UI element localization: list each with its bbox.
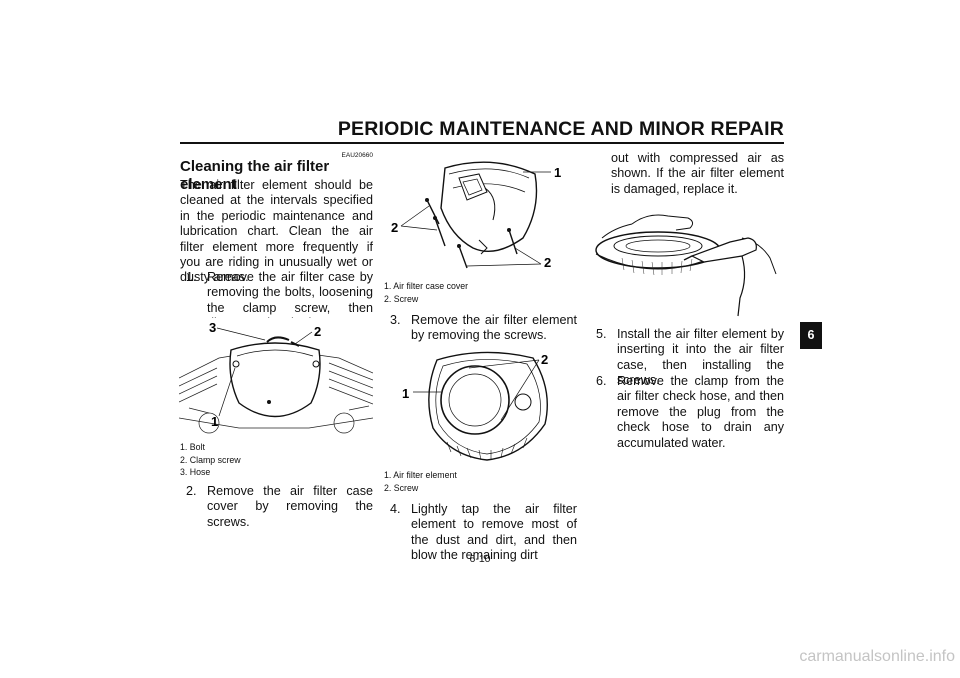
step-text: Remove the air filter case cover by remo… xyxy=(207,484,373,529)
step-number: 1. xyxy=(186,270,197,284)
step-4-continued: out with compressed air as shown. If the… xyxy=(590,151,784,197)
step-number: 6. xyxy=(596,374,607,388)
watermark: carmanualsonline.info xyxy=(799,648,955,665)
step-4: 4. Lightly tap the air filter element to… xyxy=(390,502,577,564)
caption-item: 1. Bolt xyxy=(180,442,205,452)
figure-air-filter-element: 2 1 xyxy=(383,344,579,466)
step-text: Install the air filter element by insert… xyxy=(617,327,784,388)
figure-air-filter-case-cover: 1 2 2 xyxy=(383,148,579,278)
caption-item: 2. Screw xyxy=(384,293,419,304)
step-5: 5. Install the air filter element by ins… xyxy=(596,327,784,389)
document-code: EAU20660 xyxy=(341,152,373,159)
step-number: 5. xyxy=(596,327,607,341)
caption-item: 1. Air filter case cover xyxy=(384,281,469,291)
page-header-title: PERIODIC MAINTENANCE AND MINOR REPAIR xyxy=(337,118,784,140)
section-title: Cleaning the air filter element xyxy=(180,158,330,193)
figure3-caption: 1. Air filter element 2. Screw xyxy=(384,469,577,494)
callout-label: 2 xyxy=(541,352,548,367)
callout-label: 2 xyxy=(544,255,551,270)
header-rule xyxy=(180,142,784,144)
step-text: Lightly tap the air filter element to re… xyxy=(411,502,577,563)
callout-label: 3 xyxy=(209,320,216,335)
step-text: Remove the clamp from the air filter che… xyxy=(617,374,784,450)
caption-item: 2. Screw xyxy=(384,482,419,493)
callout-label: 1 xyxy=(211,414,218,429)
figure2-caption: 1. Air filter case cover 2. Screw xyxy=(384,280,577,305)
callout-label: 2 xyxy=(314,324,321,339)
step-number: 4. xyxy=(390,502,401,516)
step-text: out with compressed air as shown. If the… xyxy=(611,151,784,196)
figure-compressed-air-cleaning xyxy=(592,198,784,322)
step-text: Remove the air filter element by removin… xyxy=(411,313,577,343)
step-2: 2. Remove the air filter case cover by r… xyxy=(186,484,373,530)
step-number: 2. xyxy=(186,484,197,498)
figure1-caption: 1. Bolt 2. Clamp screw 3. Hose xyxy=(180,441,373,479)
caption-item: 3. Hose xyxy=(180,467,211,477)
caption-item: 2. Clamp screw xyxy=(180,454,241,465)
callout-label: 1 xyxy=(554,165,561,180)
page-number: 6-10 xyxy=(469,553,491,565)
step-3: 3. Remove the air filter element by remo… xyxy=(390,313,577,344)
caption-item: 1. Air filter element xyxy=(384,470,457,480)
callout-label: 1 xyxy=(402,386,409,401)
chapter-tab: 6 xyxy=(800,322,822,349)
step-number: 3. xyxy=(390,313,401,327)
callout-label: 2 xyxy=(391,220,398,235)
intro-paragraph: The air filter element should be cleaned… xyxy=(180,178,373,285)
step-6: 6. Remove the clamp from the air filter … xyxy=(596,374,784,451)
figure-air-filter-case: 3 2 1 xyxy=(179,318,373,438)
